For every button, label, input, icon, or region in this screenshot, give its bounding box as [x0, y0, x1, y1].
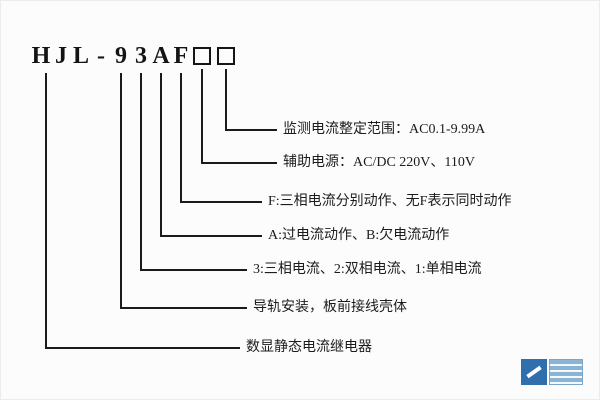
model-char-j: J — [55, 43, 67, 69]
legend-label-a: A:过电流动作、B:欠电流动作 — [268, 228, 450, 243]
connector-hline-hjl — [45, 347, 240, 349]
connector-vline-3 — [140, 73, 142, 271]
model-char-dash: - — [97, 43, 105, 69]
model-char-h: H — [31, 43, 51, 69]
connector-vline-9 — [120, 73, 122, 309]
model-char-3: 3 — [135, 43, 147, 69]
connector-hline-box2 — [225, 129, 277, 131]
model-char-a: A — [152, 43, 170, 69]
brand-logo-mark — [521, 359, 547, 385]
legend-label-3: 3:三相电流、2:双相电流、1:单相电流 — [253, 262, 482, 277]
connector-hline-3 — [140, 269, 247, 271]
legend-label-9: 导轨安装，板前接线壳体 — [253, 300, 407, 315]
connector-vline-hjl — [45, 73, 47, 349]
model-char-9: 9 — [115, 43, 127, 69]
connector-hline-9 — [120, 307, 247, 309]
legend-label-f: F:三相电流分别动作、无F表示同时动作 — [268, 194, 512, 209]
connector-vline-f — [180, 73, 182, 203]
connector-vline-box1 — [201, 69, 203, 164]
connector-hline-a — [160, 235, 262, 237]
connector-vline-box2 — [225, 69, 227, 131]
model-char-l: L — [72, 43, 89, 69]
legend-label-box2: 监测电流整定范围：AC0.1-9.99A — [283, 122, 486, 137]
brand-logo-text — [549, 359, 583, 385]
legend-label-hjl: 数显静态电流继电器 — [246, 340, 372, 355]
connector-hline-box1 — [201, 162, 277, 164]
model-blank-box-2 — [217, 47, 235, 65]
model-char-f: F — [173, 43, 189, 69]
model-number: H J L - 9 3 A F — [31, 43, 191, 70]
legend-label-box1: 辅助电源：AC/DC 220V、110V — [283, 155, 475, 170]
connector-vline-a — [160, 73, 162, 237]
brand-logo — [521, 359, 583, 385]
connector-hline-f — [180, 201, 262, 203]
model-blank-box-1 — [193, 47, 211, 65]
